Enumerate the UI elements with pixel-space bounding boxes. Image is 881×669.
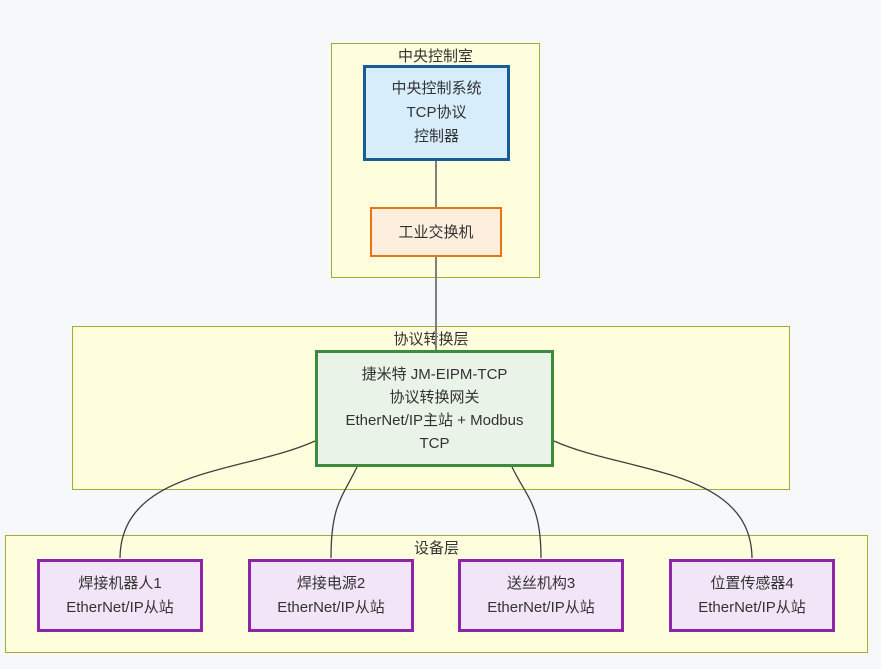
gateway-line-1: 捷米特 JM-EIPM-TCP — [361, 365, 508, 383]
gateway-line-4: TCP — [419, 434, 450, 452]
device-2-name: 焊接电源2 — [296, 574, 366, 592]
device-1-name: 焊接机器人1 — [78, 574, 162, 592]
industrial-switch-label: 工业交换机 — [398, 223, 474, 241]
device-4-name: 位置传感器4 — [710, 574, 794, 592]
gateway-line-3: EtherNet/IP主站 + Modbus — [345, 411, 524, 429]
node-protocol-gateway: 捷米特 JM-EIPM-TCP 协议转换网关 EtherNet/IP主站 + M… — [315, 350, 554, 467]
cluster-control-room-title: 中央控制室 — [397, 48, 473, 65]
central-system-line-1: 中央控制系统 — [391, 80, 482, 97]
cluster-protocol-layer-title: 协议转换层 — [393, 331, 469, 348]
device-2-subtext: EtherNet/IP从站 — [277, 598, 385, 616]
central-system-line-3: 控制器 — [413, 128, 459, 145]
node-position-sensor-4: 位置传感器4 EtherNet/IP从站 — [669, 559, 835, 632]
node-welding-power-2: 焊接电源2 EtherNet/IP从站 — [248, 559, 414, 632]
device-4-subtext: EtherNet/IP从站 — [698, 598, 806, 616]
gateway-line-2: 协议转换网关 — [389, 388, 480, 406]
node-industrial-switch: 工业交换机 — [370, 207, 502, 257]
device-1-subtext: EtherNet/IP从站 — [66, 598, 174, 616]
device-3-name: 送丝机构3 — [506, 574, 576, 592]
node-welding-robot-1: 焊接机器人1 EtherNet/IP从站 — [37, 559, 203, 632]
node-wire-feeder-3: 送丝机构3 EtherNet/IP从站 — [458, 559, 624, 632]
device-3-subtext: EtherNet/IP从站 — [487, 598, 595, 616]
node-central-control-system: 中央控制系统 TCP协议 控制器 — [363, 65, 510, 161]
cluster-device-layer-title: 设备层 — [413, 540, 459, 557]
central-system-line-2: TCP协议 — [406, 104, 467, 121]
